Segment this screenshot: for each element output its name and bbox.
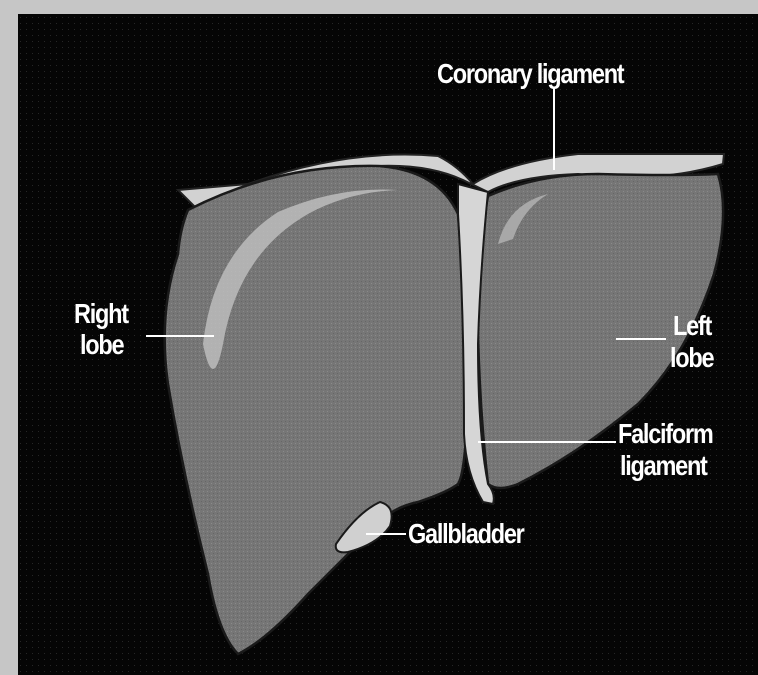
liver-diagram: Coronary ligament Right lobe Left lobe F… [18, 14, 758, 675]
gallbladder-label: Gallbladder [408, 518, 524, 549]
falciform-ligament-label-line2: ligament [620, 450, 707, 481]
right-lobe-label-line2: lobe [80, 329, 123, 360]
left-lobe-label-line1: Left [673, 310, 711, 341]
liver-illustration [18, 14, 758, 675]
left-lobe-label-line2: lobe [670, 342, 713, 373]
coronary-ligament-label: Coronary ligament [437, 58, 623, 89]
falciform-ligament-label-line1: Falciform [618, 418, 713, 449]
right-lobe-label-line1: Right [74, 298, 128, 329]
